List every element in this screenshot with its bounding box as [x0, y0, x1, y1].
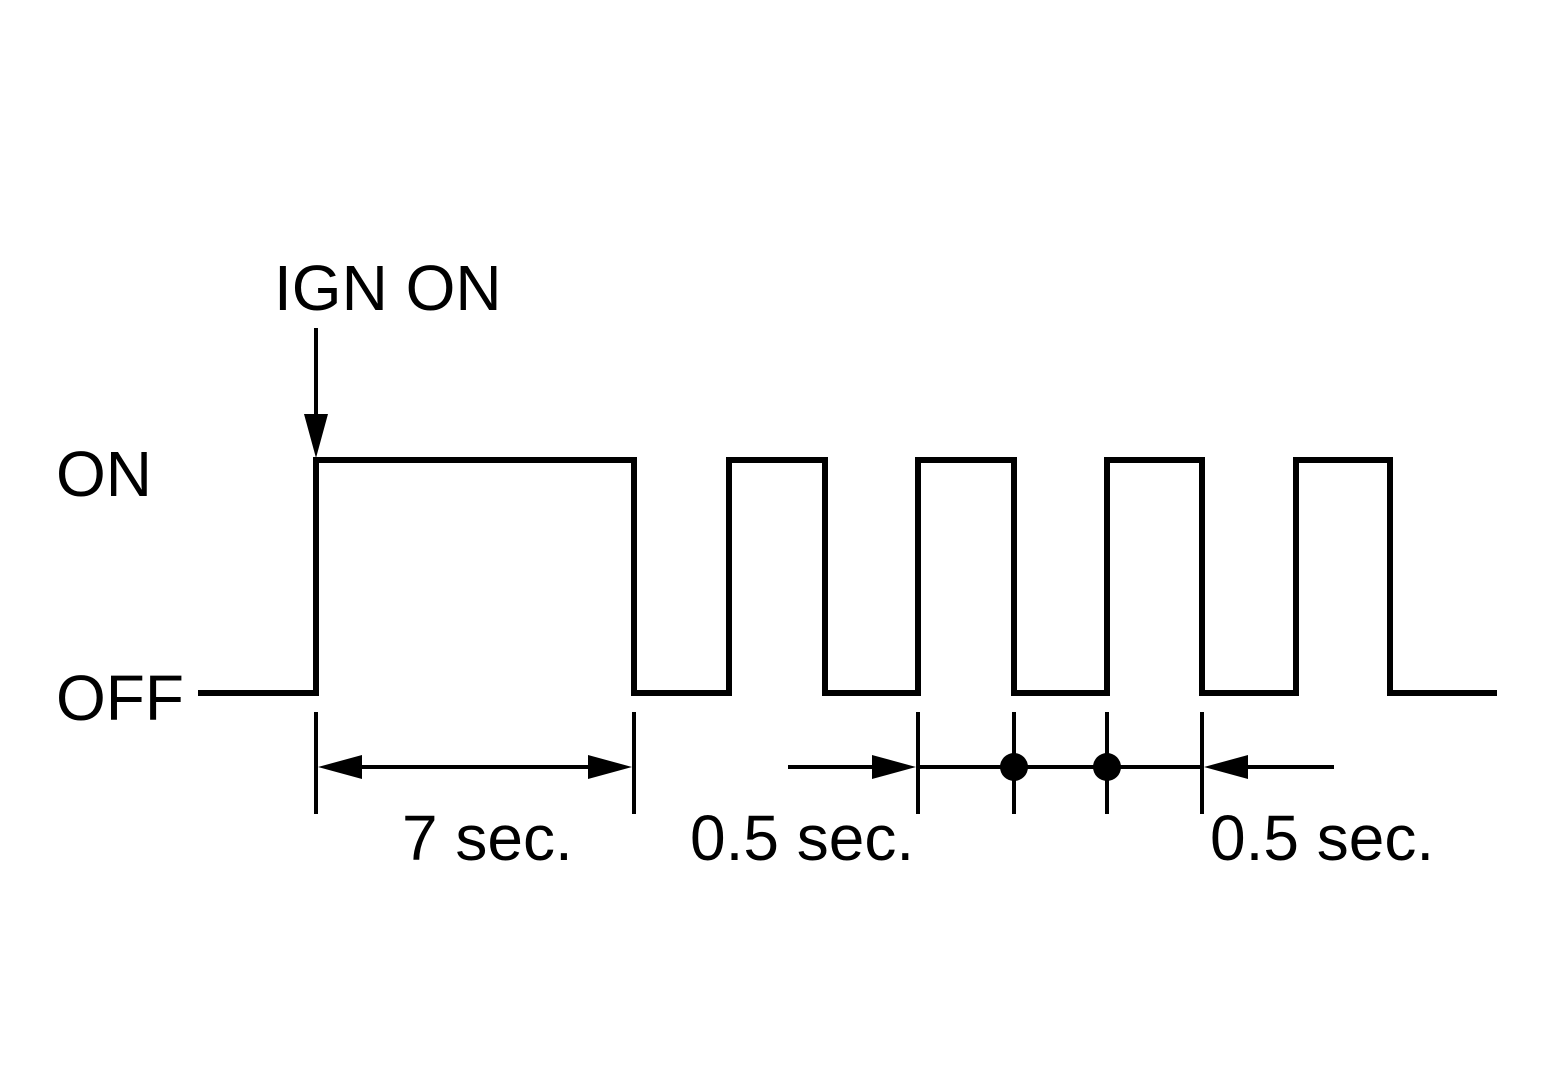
seven-sec-left-arrowhead	[318, 755, 362, 779]
half-sec-right-arrowhead	[1204, 755, 1248, 779]
off-level-label: OFF	[56, 662, 184, 734]
half-sec-right-label: 0.5 sec.	[1210, 802, 1434, 874]
ign-on-label: IGN ON	[274, 252, 502, 324]
ign-on-arrow-head	[304, 414, 328, 458]
seven-sec-label: 7 sec.	[402, 802, 573, 874]
half-sec-left-arrowhead	[872, 755, 916, 779]
seven-sec-right-arrowhead	[588, 755, 632, 779]
pulse-dot-1	[1000, 753, 1028, 781]
signal-waveform	[198, 457, 1497, 696]
on-level-label: ON	[56, 438, 152, 510]
half-sec-left-label: 0.5 sec.	[690, 802, 914, 874]
pulse-dot-2	[1093, 753, 1121, 781]
